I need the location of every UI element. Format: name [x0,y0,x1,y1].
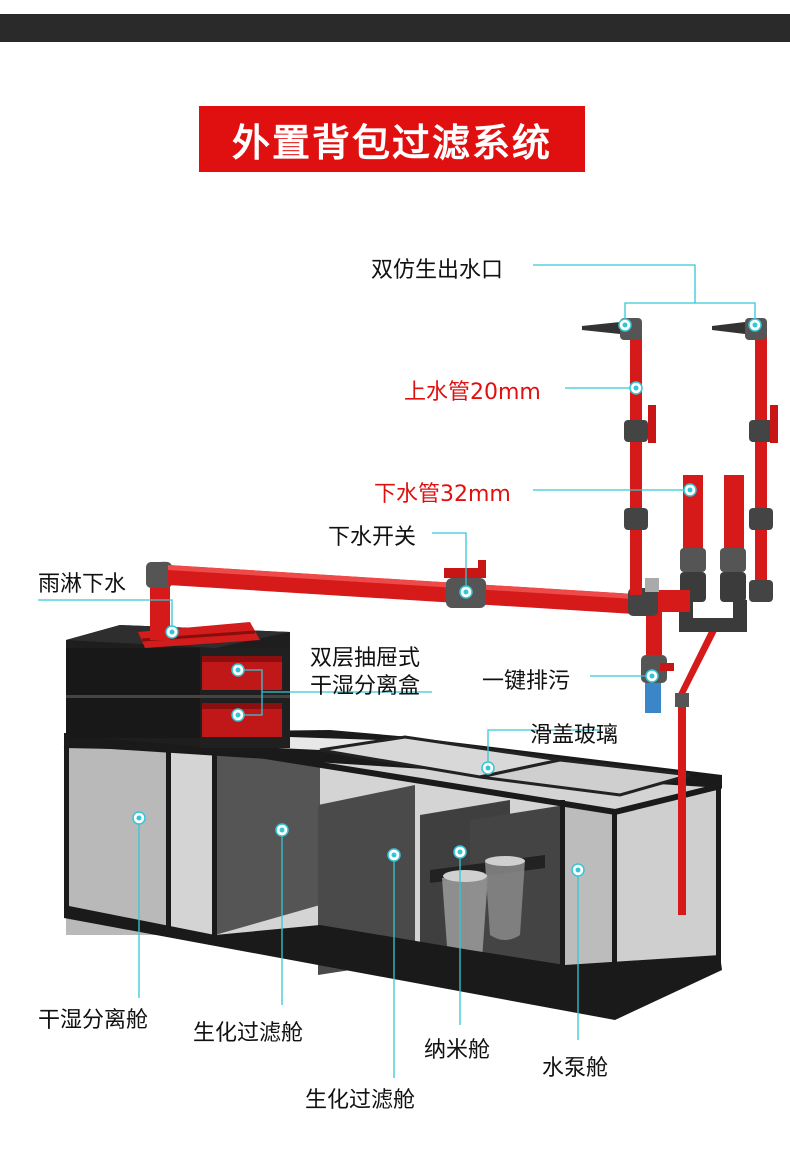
pipe-system [146,318,778,915]
label-bio-chamber-2: 生化过滤舱 [305,1088,416,1113]
label-drain-switch: 下水开关 [328,525,417,550]
nano-filter-cups [430,855,545,965]
title-banner: 外置背包过滤系统 [199,106,585,172]
label-outlet: 双仿生出水口 [371,258,504,283]
sliding-glass-lid-2 [479,758,691,797]
partition-panel-2 [318,785,415,975]
label-nano-chamber: 纳米舱 [424,1038,491,1063]
top-banner-bar [0,14,790,42]
label-pump-chamber: 水泵舱 [542,1056,609,1081]
partition-panel-1 [215,730,320,935]
leader-lines [38,264,756,1078]
sump-tank [63,730,722,1020]
marker-dots [132,318,762,877]
label-drawer-box-line1: 双层抽屉式 [310,646,421,671]
label-drain-pipe: 下水管32mm [374,482,511,507]
label-drawer-box-line2: 干湿分离盒 [310,674,421,699]
label-sliding-glass: 滑盖玻璃 [530,723,619,748]
drawer-box [66,622,290,748]
label-dry-wet-chamber: 干湿分离舱 [38,1008,149,1033]
label-inlet-pipe: 上水管20mm [404,380,541,405]
label-bio-chamber-1: 生化过滤舱 [193,1021,304,1046]
page-title: 外置背包过滤系统 [231,120,552,165]
label-rain-drain: 雨淋下水 [38,572,127,597]
label-one-key-drain: 一键排污 [482,669,571,694]
